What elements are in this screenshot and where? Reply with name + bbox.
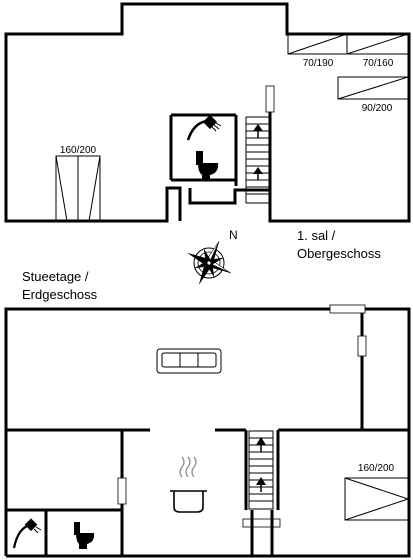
upper-floor-label: 1. sal / xyxy=(297,228,336,243)
toilet-icon xyxy=(74,522,95,549)
ground-floor: Stueetage / Erdgeschoss xyxy=(4,269,411,558)
ground-window xyxy=(329,304,366,314)
ground-floor-label: Stueetage / xyxy=(22,269,89,284)
stair-arrow-icon xyxy=(253,124,263,138)
toilet-icon xyxy=(196,151,219,180)
stair-arrow-icon xyxy=(256,477,266,492)
bed-160-200-upper: 160/200 xyxy=(55,145,101,222)
shower-icon xyxy=(186,114,222,141)
bed-160-200-ground: 160/200 xyxy=(344,463,409,521)
bed-70-160: 70/160 xyxy=(346,33,409,69)
ground-window xyxy=(357,335,367,357)
bed-size-label: 160/200 xyxy=(60,145,97,156)
ground-outer-wall xyxy=(4,307,411,558)
compass-rose-icon: N xyxy=(187,228,238,285)
compass-north-label: N xyxy=(229,228,238,242)
upper-floor-label-de: Obergeschoss xyxy=(297,246,381,261)
ground-window xyxy=(242,518,281,528)
stairs-ground xyxy=(248,430,274,510)
stair-arrow-icon xyxy=(253,167,263,180)
stair-arrow-icon xyxy=(256,437,266,452)
sofa-icon xyxy=(156,348,222,374)
cooking-pot-icon xyxy=(170,456,207,513)
upper-window-right xyxy=(265,85,275,113)
bed-size-label: 70/160 xyxy=(363,58,394,69)
bed-size-label: 160/200 xyxy=(358,463,395,474)
shower-icon xyxy=(12,518,42,549)
stairs-upper xyxy=(245,116,270,204)
bed-size-label: 90/200 xyxy=(362,103,393,114)
bed-size-label: 70/190 xyxy=(303,58,334,69)
ground-window xyxy=(117,477,127,505)
upper-outer-wall xyxy=(4,2,411,223)
ground-floor-label-de: Erdgeschoss xyxy=(22,287,98,302)
upper-floor: 70/190 70/160 90/200 160/200 xyxy=(4,2,411,261)
bed-70-190: 70/190 xyxy=(287,33,348,69)
bed-90-200: 90/200 xyxy=(337,76,409,114)
